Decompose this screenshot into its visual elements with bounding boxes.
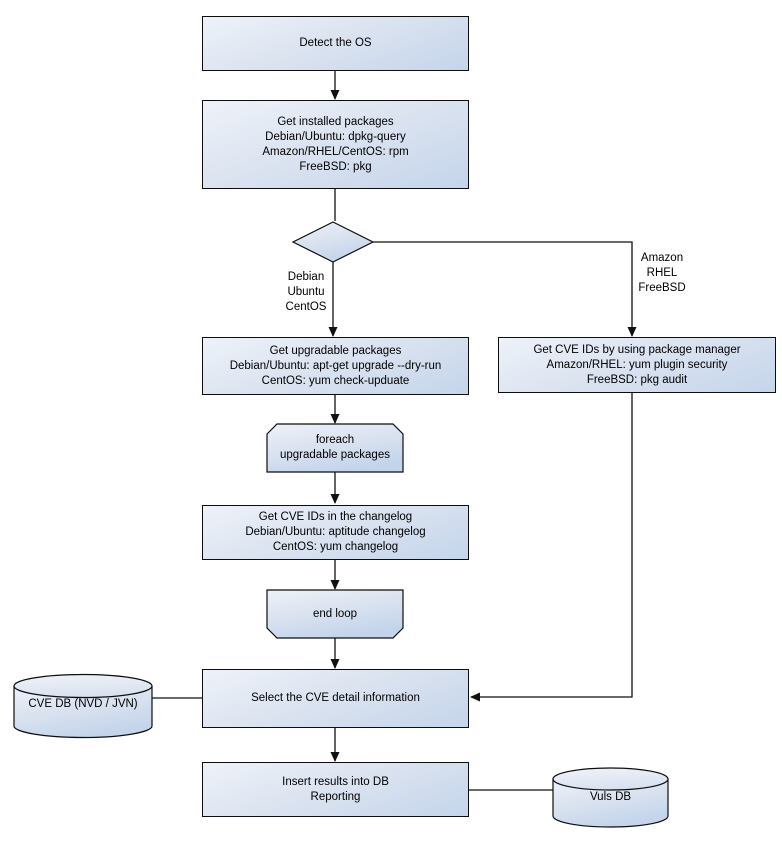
cve-db-cylinder bbox=[13, 673, 153, 739]
vuls-db-cylinder-lid bbox=[552, 767, 669, 791]
vuls-db-cylinder bbox=[552, 767, 669, 828]
edge-label-left-branch: Debian Ubuntu CentOS bbox=[285, 271, 327, 313]
node-get-upgradable-packages: Get upgradable packages Debian/Ubuntu: a… bbox=[202, 337, 469, 395]
end-loop-shape bbox=[266, 589, 404, 639]
edge-pkg-manager-to-select bbox=[470, 393, 633, 702]
node-get-cve-ids-package-manager: Get CVE IDs by using package manager Ama… bbox=[498, 337, 776, 393]
decision-diamond bbox=[291, 221, 375, 263]
foreach-loop-shape bbox=[266, 423, 404, 473]
cve-db-label: CVE DB (NVD / JVN) bbox=[28, 697, 138, 710]
node-get-installed-packages: Get installed packages Debian/Ubuntu: dp… bbox=[202, 100, 469, 189]
node-detect-os: Detect the OS bbox=[202, 16, 469, 71]
node-insert-results: Insert results into DB Reporting bbox=[202, 762, 469, 817]
cve-db-cylinder-lid bbox=[13, 673, 153, 699]
edge-decision-to-pkg-manager bbox=[373, 241, 637, 337]
node-get-cve-ids-changelog: Get CVE IDs in the changelog Debian/Ubun… bbox=[202, 505, 469, 560]
vuls-db-label: Vuls DB bbox=[589, 790, 632, 803]
node-select-cve-detail: Select the CVE detail information bbox=[202, 669, 469, 728]
node-end-loop-label: end loop bbox=[312, 607, 358, 620]
edge-label-right-branch: Amazon RHEL FreeBSD bbox=[638, 252, 686, 294]
node-foreach-label: foreach upgradable packages bbox=[280, 434, 390, 461]
